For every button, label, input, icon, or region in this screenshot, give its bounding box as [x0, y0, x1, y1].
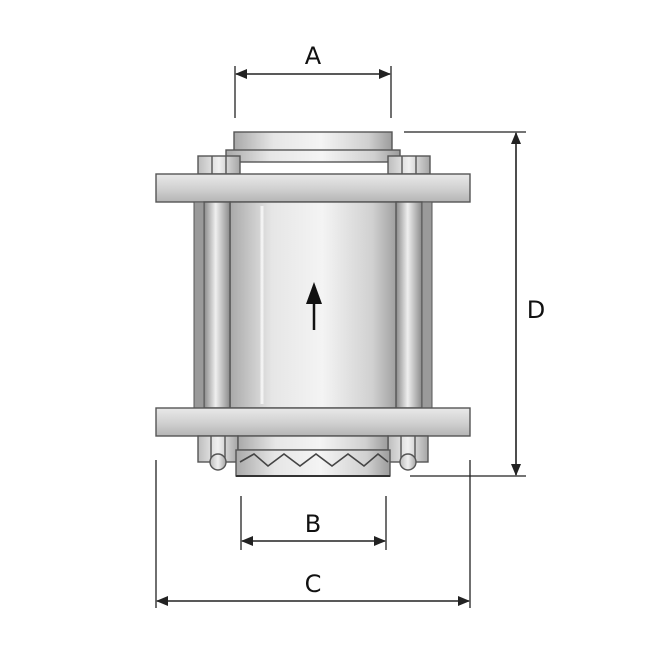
bottom-left-nut: [197, 435, 239, 471]
bottom-connector-ring: [235, 449, 391, 477]
top-flange: [155, 173, 471, 203]
dimension-d-label: D: [527, 296, 545, 324]
bottom-connector: [237, 435, 389, 451]
dimension-c-label: C: [305, 570, 322, 598]
left-tie-rod: [203, 201, 231, 409]
dimension-c: C: [155, 460, 471, 608]
top-connector: [233, 131, 393, 153]
bottom-gasket-zigzag: [239, 452, 389, 468]
flow-direction-arrow-icon: [306, 282, 322, 330]
top-right-nut: [387, 155, 431, 175]
bottom-right-nut: [387, 435, 429, 471]
left-rod-back: [193, 201, 205, 409]
bottom-flange: [155, 407, 471, 437]
right-rod-back: [421, 201, 433, 409]
top-left-nut: [197, 155, 241, 175]
dimension-a-label: A: [305, 42, 322, 70]
dimension-d: D: [404, 131, 545, 477]
dimension-a: A: [234, 42, 392, 118]
right-tie-rod: [395, 201, 423, 409]
dimension-b: B: [240, 496, 387, 550]
sight-glass-body: [155, 131, 471, 477]
top-connector-collar: [225, 149, 401, 163]
dimension-b-label: B: [305, 510, 321, 538]
